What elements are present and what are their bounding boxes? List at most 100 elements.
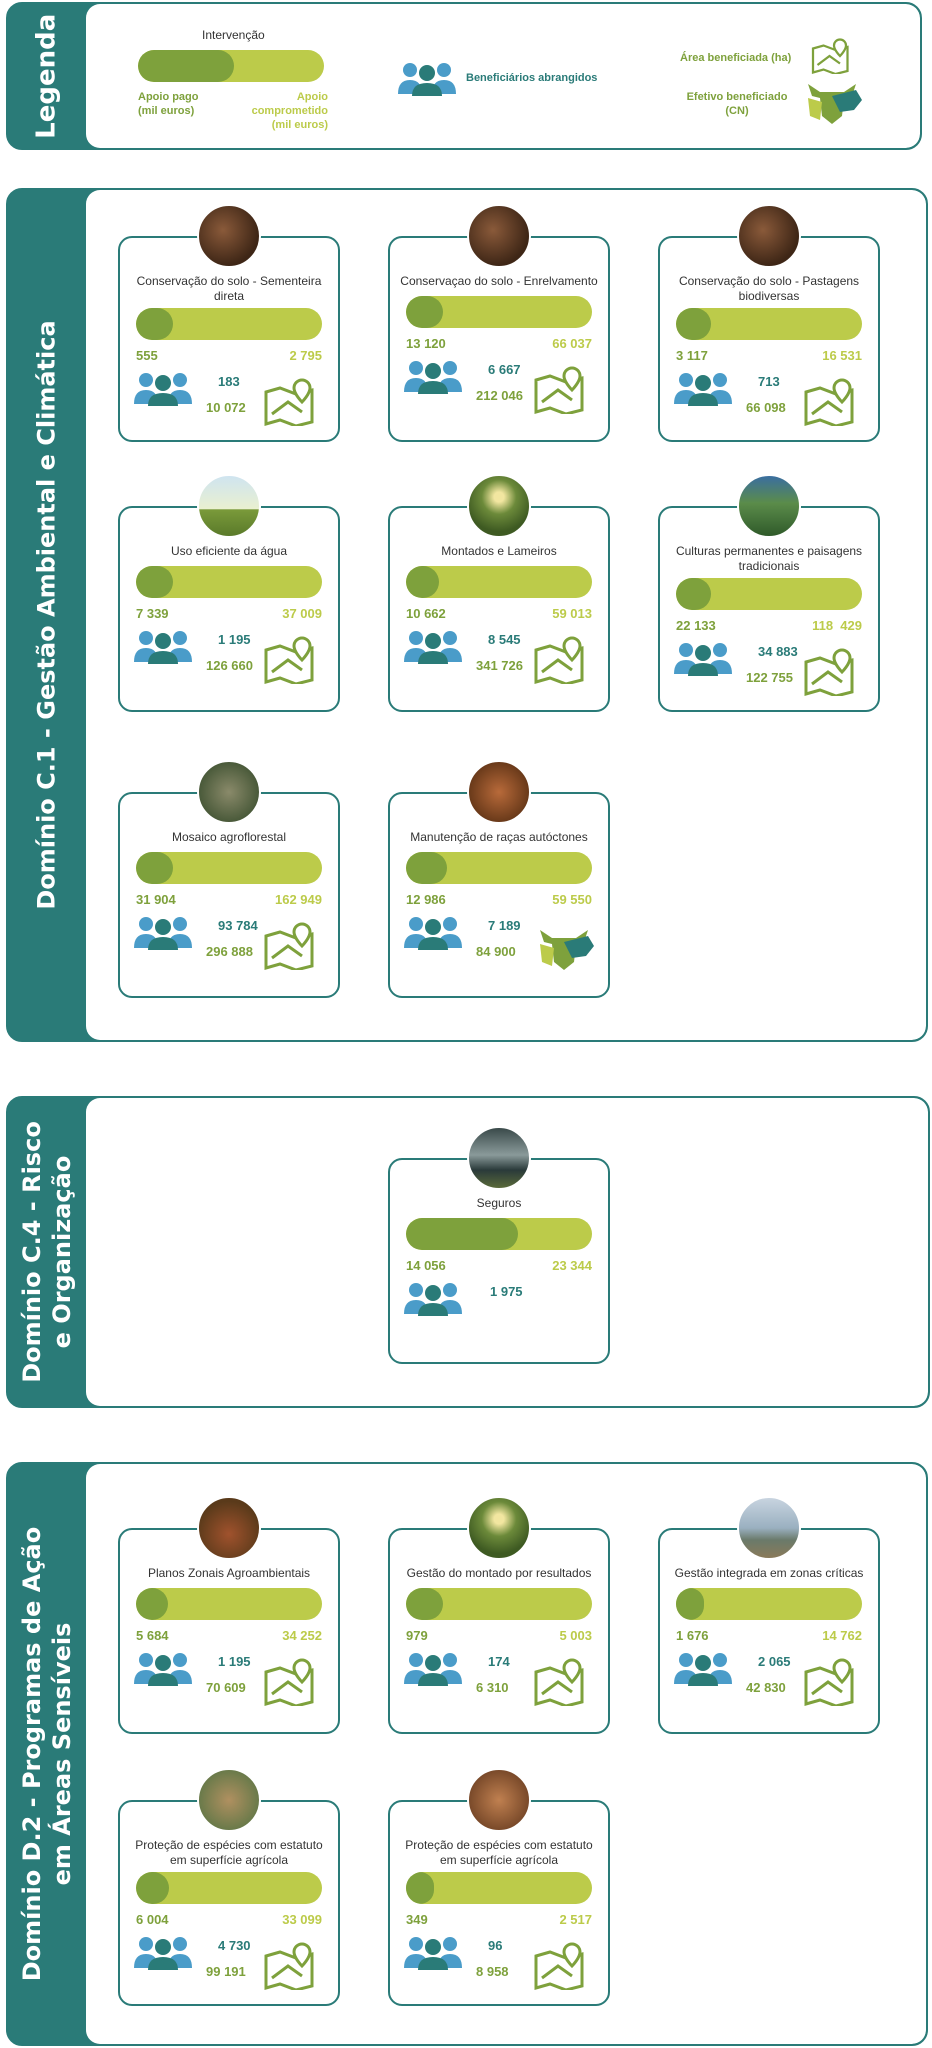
- area-value: 42 830: [746, 1680, 786, 1695]
- legend-herd: Efetivo beneficiado (CN): [682, 90, 792, 118]
- legend-paid-unit: (mil euros): [138, 105, 195, 117]
- intervention-card: Seguros 14 056 23 344 1 975: [388, 1126, 610, 1364]
- map-icon: [264, 636, 314, 684]
- paid-value: 10 662: [406, 606, 446, 621]
- area-icon-wrap: [238, 378, 338, 428]
- area-icon-wrap: [508, 1658, 608, 1708]
- people-icon: [674, 643, 732, 676]
- area-icon-wrap: [508, 636, 608, 686]
- intervention-card: Proteção de espécies com estatuto em sup…: [388, 1768, 610, 2006]
- area-value: 122 755: [746, 670, 793, 685]
- paid-value: 13 120: [406, 336, 446, 351]
- people-icon: [134, 631, 192, 664]
- people-icon: [404, 917, 462, 950]
- card-title: Seguros: [476, 1196, 522, 1210]
- photo-lynx: [467, 1768, 531, 1832]
- legend-beneficiaries: Beneficiários abrangidos: [466, 72, 598, 84]
- beneficiaries-row: [120, 1934, 338, 1970]
- people-icon: [134, 1937, 192, 1970]
- legend-bar: [138, 50, 324, 82]
- people-icon: [674, 1653, 732, 1686]
- legend-intervention: Intervenção: [202, 28, 265, 42]
- support-bar: [136, 852, 322, 884]
- map-icon: [264, 1942, 314, 1990]
- beneficiaries-value: 2 065: [758, 1654, 791, 1669]
- paid-value: 979: [406, 1628, 428, 1643]
- support-bar: [136, 308, 322, 340]
- committed-value: 23 344: [552, 1258, 592, 1273]
- support-bar: [406, 852, 592, 884]
- beneficiaries-value: 1 195: [218, 632, 251, 647]
- beneficiaries-value: 93 784: [218, 918, 258, 933]
- support-bar: [406, 1588, 592, 1620]
- card-title: Gestão do montado por resultados: [406, 1566, 592, 1580]
- area-value: 341 726: [476, 658, 523, 673]
- intervention-card: Conservação do solo - Sementeira direta …: [118, 204, 340, 442]
- section-c1-title-wrap: Domínio C.1 - Gestão Ambiental e Climáti…: [8, 190, 86, 1040]
- legend-committed-label2: comprometido: [251, 105, 328, 117]
- section-c4-title-line2: e Organização: [48, 1155, 77, 1349]
- map-icon: [534, 366, 584, 414]
- area-value: 8 958: [476, 1964, 509, 1979]
- beneficiaries-row: [120, 628, 338, 664]
- area-icon-wrap: [508, 922, 608, 972]
- intervention-card: Mosaico agroflorestal 31 904 162 949 93 …: [118, 760, 340, 998]
- people-icon: [398, 63, 456, 96]
- card-title: Proteção de espécies com estatuto em sup…: [405, 1838, 593, 1867]
- beneficiaries-value: 174: [488, 1654, 510, 1669]
- beneficiaries-value: 4 730: [218, 1938, 251, 1953]
- people-icon: [404, 1937, 462, 1970]
- paid-value: 12 986: [406, 892, 446, 907]
- area-icon-wrap: [778, 1658, 878, 1708]
- people-icon: [134, 1653, 192, 1686]
- paid-fill: [406, 1872, 434, 1904]
- beneficiaries-row: [660, 370, 878, 406]
- intervention-card: Gestão integrada em zonas críticas 1 676…: [658, 1496, 880, 1734]
- intervention-card: Planos Zonais Agroambientais 5 684 34 25…: [118, 1496, 340, 1734]
- people-icon: [134, 373, 192, 406]
- map-icon: [804, 378, 854, 426]
- area-value: 70 609: [206, 1680, 246, 1695]
- paid-fill: [406, 566, 439, 598]
- map-icon: [264, 922, 314, 970]
- support-bar: [676, 1588, 862, 1620]
- committed-value: 33 099: [282, 1912, 322, 1927]
- legend-title-wrap: Legenda: [8, 4, 86, 148]
- paid-value: 6 004: [136, 1912, 169, 1927]
- paid-fill: [136, 1872, 169, 1904]
- area-value: 296 888: [206, 944, 253, 959]
- paid-fill: [676, 578, 711, 610]
- card-title: Proteção de espécies com estatuto em sup…: [135, 1838, 323, 1867]
- beneficiaries-value: 1 975: [490, 1284, 523, 1299]
- cow-icon: [540, 930, 594, 970]
- support-bar: [406, 566, 592, 598]
- photo-lake: [737, 1496, 801, 1560]
- card-title: Montados e Lameiros: [441, 544, 557, 558]
- photo-forest: [197, 760, 261, 824]
- legend-map-icon: [811, 38, 849, 74]
- beneficiaries-row: [390, 914, 608, 950]
- beneficiaries-value: 96: [488, 1938, 503, 1953]
- legend-committed-label: Apoio: [296, 91, 328, 103]
- beneficiaries-value: 713: [758, 374, 780, 389]
- legend-bar-paid: [138, 50, 234, 82]
- committed-value: 2 795: [289, 348, 322, 363]
- people-icon: [674, 373, 732, 406]
- intervention-card: Conservaçao do solo - Enrelvamento 13 12…: [388, 204, 610, 442]
- beneficiaries-row: [120, 370, 338, 406]
- people-icon: [404, 631, 462, 664]
- legend-paid-label: Apoio pago: [138, 91, 199, 103]
- area-icon-wrap: [508, 366, 608, 416]
- card-title: Gestão integrada em zonas críticas: [674, 1566, 864, 1580]
- area-icon-wrap: [238, 922, 338, 972]
- beneficiaries-value: 8 545: [488, 632, 521, 647]
- beneficiaries-value: 6 667: [488, 362, 521, 377]
- card-title: Mosaico agroflorestal: [171, 830, 287, 844]
- map-icon: [264, 1658, 314, 1706]
- intervention-card: Manutenção de raças autóctones 12 986 59…: [388, 760, 610, 998]
- committed-value: 5 003: [559, 1628, 592, 1643]
- paid-fill: [136, 566, 173, 598]
- photo-cattle: [467, 760, 531, 824]
- beneficiaries-row: [660, 1650, 878, 1686]
- legend-cow-icon: [808, 84, 862, 124]
